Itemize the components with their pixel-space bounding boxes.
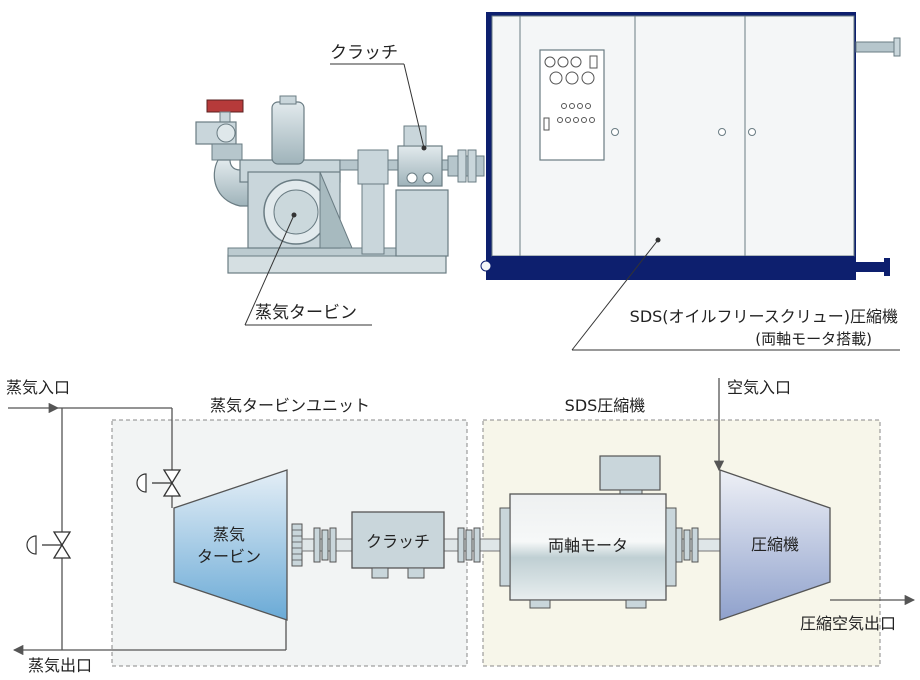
clutch-unit (397, 145, 443, 187)
flow-schematic: 蒸気タービンユニット SDS圧縮機 蒸気入口 蒸気出口 蒸気 タービン (6, 378, 916, 675)
cabinet-door-knob (611, 128, 619, 136)
coupling-symbol (675, 527, 699, 563)
coupling-symbol (457, 527, 481, 563)
turbine-unit-title: 蒸気タービンユニット (210, 396, 370, 415)
clutch-symbol (351, 511, 445, 569)
turbine-inlet-valve-icon (136, 469, 182, 497)
cabinet-door-knob (748, 128, 756, 136)
cabinet-door-knob (718, 128, 726, 136)
compressor-unit-title: SDS圧縮機 (565, 396, 646, 415)
steam-turbine-symbol (173, 469, 288, 621)
compressor-callout-subtext: (両軸モータ搭載) (755, 330, 872, 348)
clutch-callout-text: クラッチ (330, 43, 398, 63)
turbine-callout-line (244, 214, 295, 326)
turbine-callout-text: 蒸気タービン (255, 303, 357, 323)
screw-compressor-symbol (719, 469, 831, 621)
compressor-callout-text: SDS(オイルフリースクリュー)圧縮機 (630, 307, 898, 326)
compressor-label: 圧縮機 (751, 535, 799, 554)
compressor-callout-line (571, 239, 659, 351)
clutch-label: クラッチ (366, 532, 430, 551)
air-inlet-label: 空気入口 (727, 378, 791, 397)
compressor-cabinet-base (492, 256, 854, 278)
turbine-label-line1: 蒸気 (213, 525, 245, 544)
double-shaft-motor-symbol (509, 493, 667, 601)
motor-terminal-box (599, 455, 661, 491)
bypass-valve-icon (26, 531, 72, 559)
turbine-skid (227, 254, 447, 274)
equipment-illustration: クラッチ 蒸気タービン SDS(オイルフリースクリュー)圧縮機 (両軸モータ搭載… (195, 12, 901, 351)
turbine-label-line2: タービン (197, 547, 261, 566)
air-pipe (855, 41, 897, 53)
motor-label: 両軸モータ (548, 536, 628, 555)
compressed-air-outlet-label: 圧縮空気出口 (800, 614, 896, 633)
clutch-pedestal (395, 189, 449, 257)
steam-inlet-label: 蒸気入口 (6, 378, 70, 397)
coupling-symbol (313, 527, 337, 563)
steam-outlet-label: 蒸気出口 (28, 656, 92, 675)
steam-valve-handle (206, 99, 244, 113)
turbine-governor (271, 101, 305, 165)
coupling-stand (361, 183, 385, 255)
